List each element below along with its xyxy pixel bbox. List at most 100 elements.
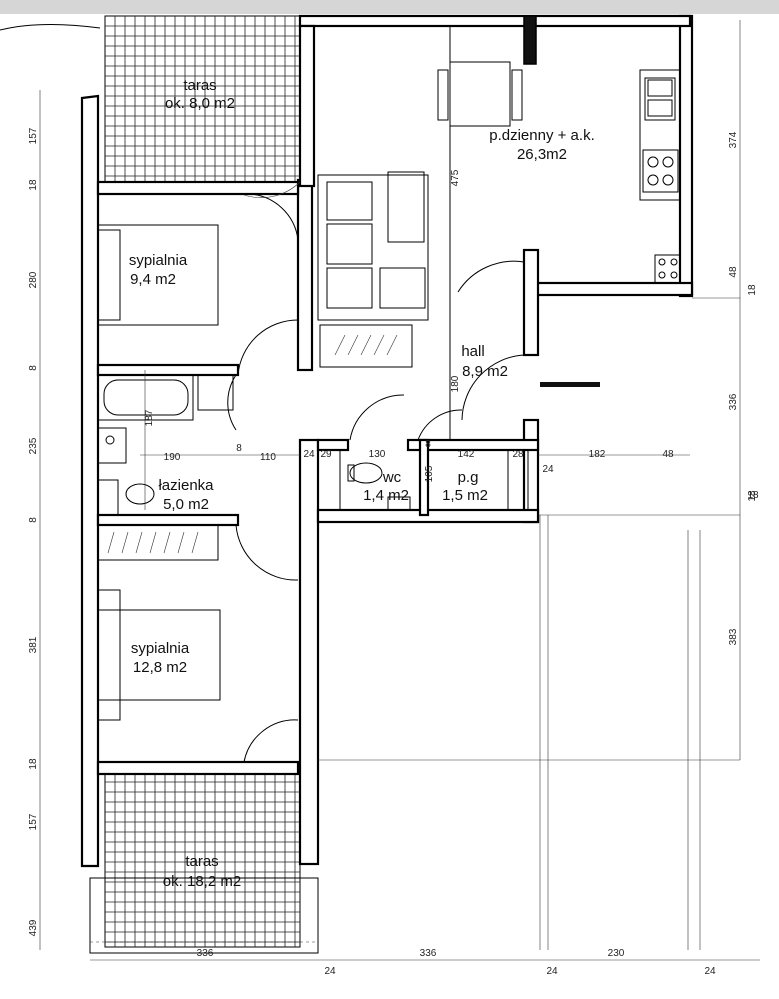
dim-int-9: 8 xyxy=(425,439,431,450)
door-hall-right-arc xyxy=(461,354,525,421)
wardrobe-hall xyxy=(319,324,413,368)
dim-left-3: 8 xyxy=(28,365,39,371)
left-outer-wall xyxy=(80,94,100,868)
wall-wc-top-right xyxy=(406,438,540,452)
washing-machine xyxy=(97,427,127,464)
wall-bedroom1-bottom xyxy=(96,363,240,377)
dim-left-6: 381 xyxy=(28,636,39,653)
door-arc-top-left xyxy=(0,23,101,31)
dim-left-2: 280 xyxy=(28,271,39,288)
dim-right-1: 48 xyxy=(728,266,739,278)
column-top xyxy=(523,15,537,65)
dim-left-8: 157 xyxy=(28,813,39,830)
bedroom2-name: sypialnia xyxy=(131,640,190,657)
door-living-arc xyxy=(457,260,525,293)
taras-top-name: taras xyxy=(183,77,216,94)
taras-top-area: ok. 8,0 m2 xyxy=(165,95,235,112)
living-area: 26,3m2 xyxy=(517,146,567,163)
bathtub xyxy=(97,374,194,421)
dim-left-4: 235 xyxy=(28,437,39,454)
dim-bottom-4: 24 xyxy=(546,966,558,977)
dim-left-5: 8 xyxy=(28,517,39,523)
door-terrace-bottom-arc xyxy=(243,719,299,763)
wc-name: wc xyxy=(382,469,402,486)
dim-left-1: 18 xyxy=(28,179,39,191)
wall-terrace-right xyxy=(298,24,316,188)
dim-right-5: 383 xyxy=(728,628,739,645)
wall-bedroom2-right xyxy=(298,438,320,866)
terrace-bottom-railing xyxy=(89,877,319,954)
taras-bottom-area: ok. 18,2 m2 xyxy=(163,873,241,890)
bathroom-toilet xyxy=(97,479,155,516)
dim-right-0: 374 xyxy=(728,131,739,148)
dim-int-5: 110 xyxy=(260,452,276,463)
door-pg-arc xyxy=(417,409,463,441)
dim-left-0: 157 xyxy=(28,127,39,144)
dim-bottom-5: 24 xyxy=(704,966,716,977)
scan-top-border xyxy=(0,0,779,14)
dim-int-2: 187 xyxy=(144,409,155,426)
wc-area: 1,4 m2 xyxy=(363,487,409,504)
dim-int-8: 130 xyxy=(369,449,386,460)
dim-left-9: 439 xyxy=(28,919,39,936)
dim-left-7: 18 xyxy=(28,758,39,770)
hall-right-wall-lower xyxy=(522,418,540,524)
hall-marker xyxy=(540,382,600,387)
top-wall xyxy=(298,14,692,28)
dim-int-1: 180 xyxy=(450,375,461,392)
wall-bedroom2-bottom xyxy=(96,760,300,776)
pg-shaft xyxy=(507,449,529,511)
bathroom-area: 5,0 m2 xyxy=(163,496,209,513)
living-name: p.dzienny + a.k. xyxy=(489,127,594,144)
storage-area: 1,5 m2 xyxy=(442,487,488,504)
bathroom-name: łazienka xyxy=(158,477,214,494)
door-hall-arc xyxy=(237,319,299,376)
storage-name: p.g xyxy=(458,469,479,486)
dim-int-4: 8 xyxy=(236,443,242,454)
electrical-box xyxy=(654,254,681,284)
wall-wc-divider xyxy=(418,438,430,517)
dim-int-11: 28 xyxy=(512,449,524,460)
kitchen-counter xyxy=(639,69,681,201)
bed-bedroom-1 xyxy=(97,224,219,326)
wc-toilet xyxy=(347,462,411,511)
wc-shaft xyxy=(317,449,341,511)
dim-int-15: 24 xyxy=(542,464,554,475)
bathroom-cabinet xyxy=(197,374,234,411)
sofa-set xyxy=(317,171,429,321)
dim-right-3: 336 xyxy=(728,393,739,410)
dim-int-12: 105 xyxy=(424,465,435,482)
living-bottom-wall xyxy=(534,281,694,297)
washer-drum-icon xyxy=(105,435,115,445)
bedroom1-area: 9,4 m2 xyxy=(130,271,176,288)
wall-bathroom-bottom xyxy=(96,513,240,527)
door-bedroom2-arc xyxy=(235,524,299,581)
dim-bottom-1: 336 xyxy=(420,948,437,959)
bedroom1-name: sypialnia xyxy=(129,252,188,269)
dining-table xyxy=(437,61,523,127)
dim-int-7: 29 xyxy=(320,449,332,460)
wall-bedroom1-top xyxy=(96,180,300,196)
dim-int-10: 142 xyxy=(458,449,475,460)
dim-right-4: 18 xyxy=(747,490,758,502)
door-bedroom1-arc xyxy=(247,193,299,241)
dim-int-16: 18 xyxy=(747,490,759,501)
dim-int-0: 475 xyxy=(450,169,461,186)
hall-area: 8,9 m2 xyxy=(462,363,508,380)
dim-int-3: 190 xyxy=(164,452,181,463)
hall-name: hall xyxy=(461,343,484,360)
hall-right-wall-upper xyxy=(522,248,540,357)
wall-bedroom1-right xyxy=(296,178,314,372)
taras-bottom-name: taras xyxy=(185,853,218,870)
terrace-top-tiles xyxy=(104,15,301,185)
dim-bottom-3: 24 xyxy=(324,966,336,977)
wardrobe-bedroom-2 xyxy=(97,524,219,561)
dim-bottom-0: 336 xyxy=(197,948,214,959)
terrace-bottom-tiles xyxy=(104,771,301,948)
right-outer-wall xyxy=(678,14,694,298)
door-wc-arc xyxy=(349,394,405,441)
dim-bottom-2: 230 xyxy=(608,948,625,959)
door-bathroom-arc xyxy=(227,374,237,431)
dim-int-13: 182 xyxy=(589,449,606,460)
